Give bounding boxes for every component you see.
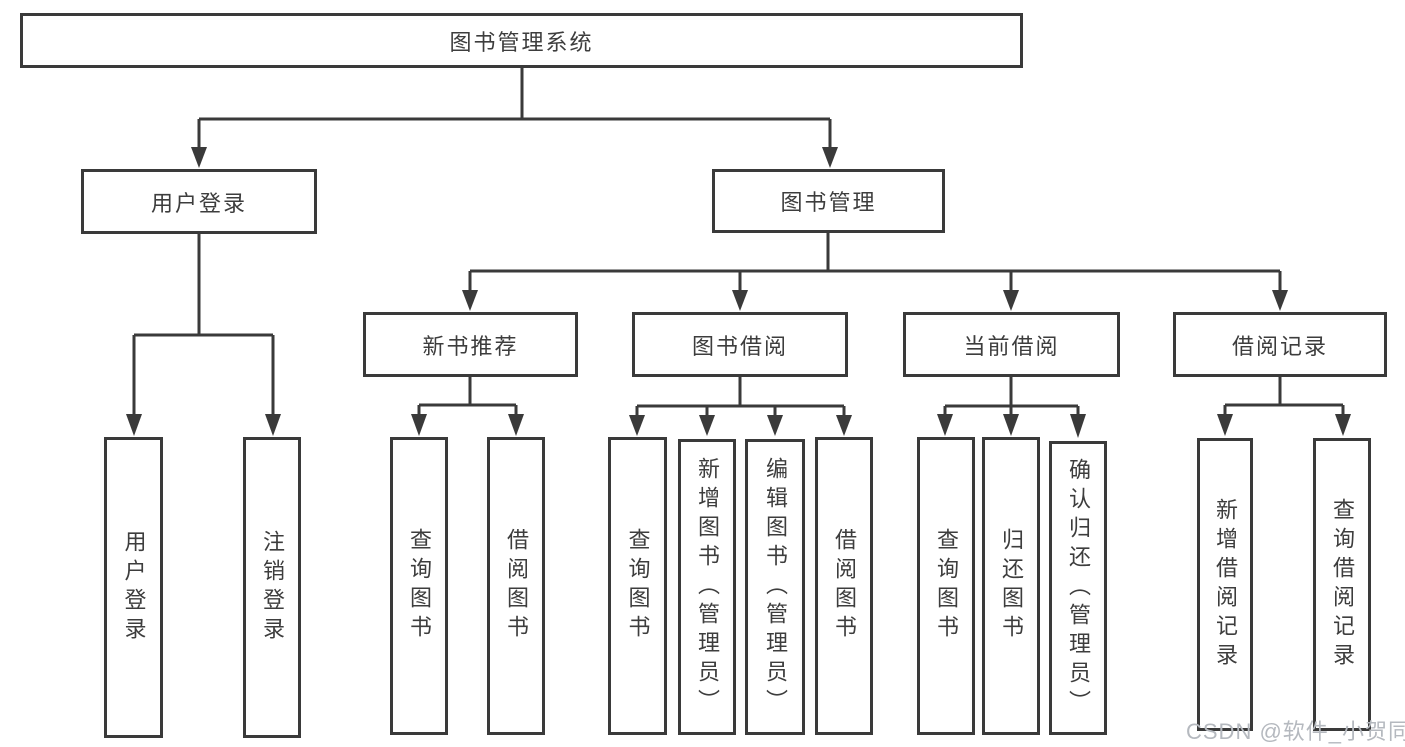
- node-label: 图书管理: [780, 190, 877, 215]
- leaf-add-borrow-record: 新增借阅记录: [1197, 438, 1253, 731]
- node-current-borrowing: 当前借阅: [903, 312, 1120, 377]
- node-label: 图书借阅: [691, 333, 788, 359]
- leaf-borrow-query-books: 查询图书: [608, 437, 667, 735]
- arrowhead-br-add: [1217, 414, 1233, 436]
- node-new-book-recommendation: 新书推荐: [363, 312, 578, 377]
- arrowhead-leaf-logout: [265, 414, 281, 436]
- arrowhead-current-borrow: [1003, 290, 1019, 311]
- node-label: 新增借阅记录: [1213, 497, 1238, 672]
- arrowhead-user-login: [191, 147, 207, 168]
- node-label: 借阅记录: [1231, 333, 1328, 359]
- arrowhead-book-mgmt: [822, 147, 838, 168]
- arrowhead-borrow-records: [1272, 290, 1288, 311]
- leaf-current-query-books: 查询图书: [917, 437, 975, 735]
- arrowhead-cb-return: [1003, 414, 1019, 436]
- leaf-edit-books-admin: 编辑图书（管理员）: [745, 439, 805, 735]
- arrowhead-cb-query: [937, 414, 953, 436]
- node-label: 查询借阅记录: [1330, 497, 1355, 672]
- node-library-management-system: 图书管理系统: [20, 13, 1023, 68]
- arrowhead-bb-borrow: [836, 415, 852, 436]
- node-label: 图书管理系统: [449, 29, 594, 55]
- connector-borrow-records-children: [1223, 375, 1345, 414]
- arrowhead-leaf-user-login: [126, 414, 142, 436]
- node-label: 确认归还（管理员）: [1066, 457, 1091, 719]
- leaf-add-books-admin: 新增图书（管理员）: [678, 439, 736, 735]
- arrowhead-bb-query: [629, 415, 645, 436]
- arrowhead-book-borrow: [732, 290, 748, 311]
- node-label: 用户登录: [121, 529, 147, 646]
- leaf-recommend-query-books: 查询图书: [390, 437, 448, 735]
- node-user-login: 用户登录: [81, 169, 317, 234]
- arrowhead-cb-confirm: [1070, 414, 1086, 438]
- node-borrowing-records: 借阅记录: [1173, 312, 1387, 377]
- leaf-logout: 注销登录: [243, 437, 301, 738]
- arrowhead-new-recommend: [462, 290, 478, 311]
- leaf-user-login: 用户登录: [104, 437, 163, 738]
- node-label: 编辑图书（管理员）: [763, 456, 788, 718]
- node-label: 用户登录: [150, 190, 247, 216]
- arrowhead-rec-query: [411, 414, 427, 436]
- connector-book-borrow-children: [635, 375, 846, 415]
- leaf-recommend-borrow-books: 借阅图书: [487, 437, 545, 735]
- node-label: 查询图书: [625, 528, 651, 644]
- arrowhead-bb-add: [699, 415, 715, 436]
- connector-user-login-children: [132, 232, 275, 414]
- node-label: 查询图书: [407, 528, 432, 644]
- node-label: 查询图书: [934, 528, 959, 644]
- arrowhead-rec-borrow: [508, 414, 524, 436]
- node-book-management: 图书管理: [712, 169, 945, 233]
- connector-book-mgmt-children: [468, 231, 1282, 290]
- csdn-watermark: CSDN @软件_小贺同学: [1186, 719, 1405, 744]
- leaf-confirm-return-admin: 确认归还（管理员）: [1049, 441, 1107, 735]
- leaf-return-books: 归还图书: [982, 437, 1040, 735]
- node-label: 新书推荐: [422, 333, 519, 359]
- leaf-query-borrow-record: 查询借阅记录: [1313, 438, 1371, 731]
- arrowhead-bb-edit: [767, 415, 783, 436]
- connector-new-recommend-children: [417, 375, 518, 414]
- node-label: 借阅图书: [832, 528, 857, 644]
- node-label: 当前借阅: [963, 333, 1060, 359]
- node-label: 新增图书（管理员）: [695, 456, 720, 718]
- connector-root-to-level2: [197, 66, 832, 148]
- leaf-borrow-books: 借阅图书: [815, 437, 873, 735]
- node-label: 借阅图书: [504, 528, 529, 644]
- connector-current-borrow-children: [943, 375, 1080, 414]
- node-book-borrowing: 图书借阅: [632, 312, 848, 377]
- node-label: 归还图书: [999, 528, 1024, 644]
- node-label: 注销登录: [260, 529, 285, 646]
- arrowhead-br-query: [1335, 414, 1351, 436]
